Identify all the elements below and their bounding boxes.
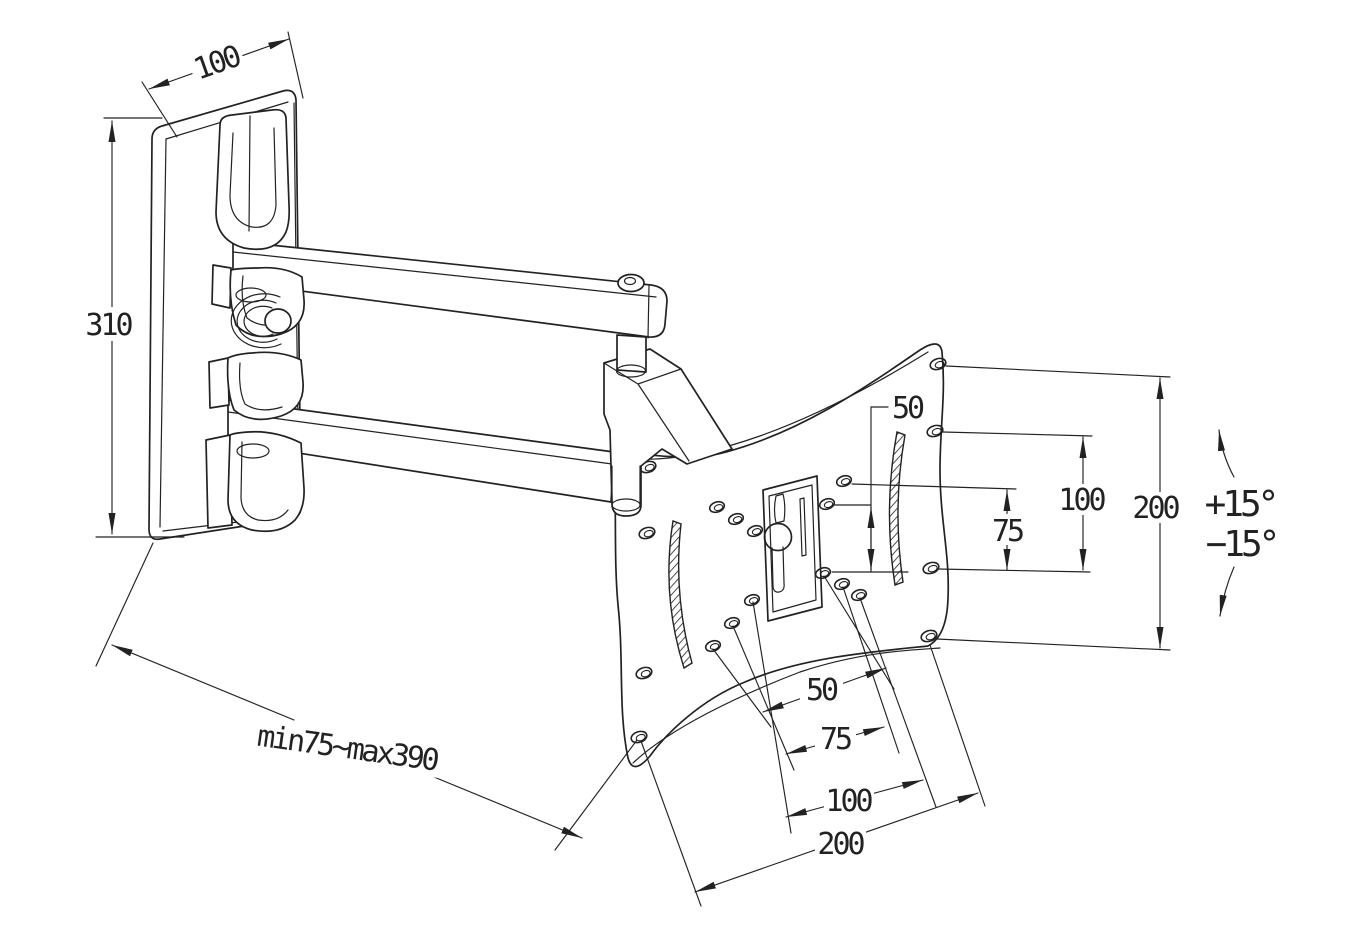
spring-coil [230,293,292,349]
dim-label-extension: min75~max390 [255,719,441,779]
tilt-down-label: −15° [1206,524,1277,565]
dim-vesa-vertical: 75 100 200 50 [831,365,1183,651]
plate-top-thickness-line [617,351,929,461]
dim-label-wall-height: 310 [85,308,132,343]
lower-arm [227,399,615,503]
dim-label-h50: 50 [806,673,838,708]
vesa-plate [611,343,950,768]
tilt-up-label: +15° [1205,484,1276,525]
dim-label-h100: 100 [825,784,872,819]
vesa-slot-right [888,431,906,586]
tilt-down-arrow [1219,566,1235,617]
tilt-annotation: +15° −15° [1205,429,1280,617]
pivot-boss [617,273,645,293]
upper-arm [232,240,668,339]
dim-label-v50: 50 [892,391,924,426]
dim-label-v100: 100 [1058,483,1105,518]
top-hook [215,108,291,251]
wall-plate-hooks [205,108,305,533]
dim-extension-range: min75~max390 [95,542,638,851]
pivot-sleeve [616,334,647,373]
dim-label-v200: 200 [1132,491,1179,526]
vesa-slot-left [668,520,693,670]
dim-vesa-horizontal: 50 75 100 200 [640,575,986,907]
vesa-holes [630,357,947,744]
elbow-bracket [603,334,733,517]
dim-label-h200: 200 [817,827,864,862]
dimensions: 100 310 min75~max390 [85,31,1280,907]
center-keyhole-recess [762,475,823,622]
dim-label-v75: 75 [992,514,1023,549]
dim-wall-plate-height: 310 [85,117,185,538]
lower-hook-upper [208,351,304,421]
tilt-up-arrow [1218,429,1235,478]
dim-label-h75: 75 [820,722,851,757]
lower-hook-lower [205,430,305,533]
dim-vesa-v50: 50 [831,391,927,573]
